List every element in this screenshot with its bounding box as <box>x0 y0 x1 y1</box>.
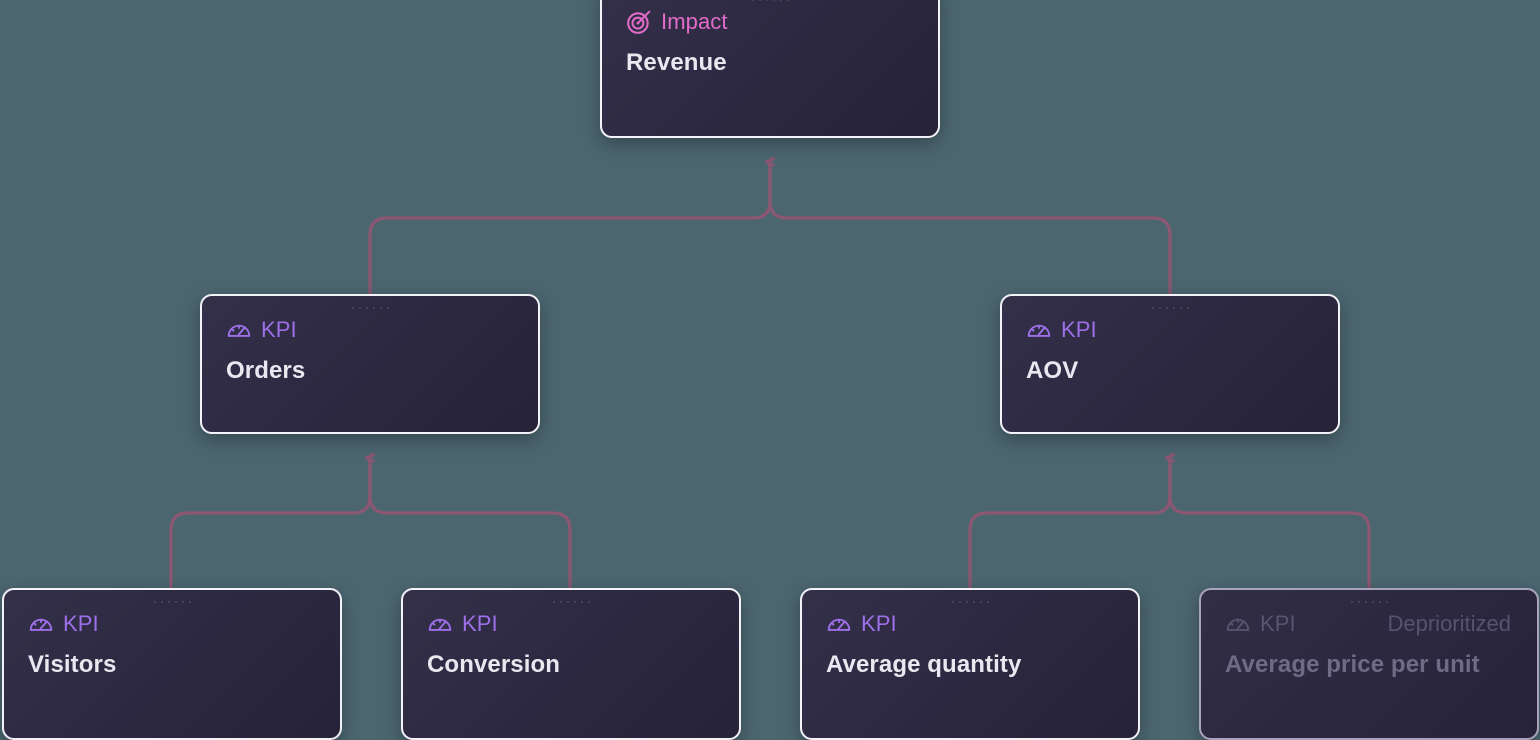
gauge-icon <box>826 611 852 637</box>
gauge-icon <box>226 317 252 343</box>
grip-dot <box>1151 307 1154 309</box>
grip-dot <box>972 601 975 603</box>
grip-dot <box>587 601 590 603</box>
grip-dot <box>372 307 375 309</box>
node-type-label: KPI <box>462 611 498 636</box>
node-visitors[interactable]: KPI Visitors <box>2 588 342 740</box>
grip-dot <box>1350 601 1353 603</box>
grip-dot <box>566 601 569 603</box>
edge-orders-to-revenue <box>368 162 770 296</box>
node-title: AOV <box>1026 357 1079 384</box>
gauge-icon <box>28 611 54 637</box>
node-type-label: KPI <box>63 611 99 636</box>
drag-handle[interactable] <box>1201 597 1537 607</box>
grip-dot <box>1179 307 1182 309</box>
grip-dot <box>351 307 354 309</box>
node-aov[interactable]: KPI AOV <box>1000 294 1340 434</box>
grip-dot <box>552 601 555 603</box>
node-title: Orders <box>226 357 306 384</box>
node-orders[interactable]: KPI Orders <box>200 294 540 434</box>
drag-handle[interactable] <box>202 303 538 313</box>
gauge-icon <box>1026 317 1052 343</box>
node-type-label: KPI <box>261 317 297 342</box>
grip-dot <box>181 601 184 603</box>
grip-dot <box>153 601 156 603</box>
edge-aov-to-revenue <box>768 160 1172 296</box>
grip-dot <box>1186 307 1189 309</box>
node-header: KPI <box>826 610 1114 638</box>
grip-dot <box>573 601 576 603</box>
node-type-label: KPI <box>1260 611 1296 636</box>
grip-dot <box>358 307 361 309</box>
grip-dot <box>580 601 583 603</box>
grip-dot <box>1364 601 1367 603</box>
drag-handle[interactable] <box>802 597 1138 607</box>
grip-dot <box>167 601 170 603</box>
node-type-label: Impact <box>661 9 728 34</box>
node-header: KPI <box>28 610 316 638</box>
grip-dot <box>188 601 191 603</box>
grip-dot <box>758 0 761 1</box>
grip-dot <box>365 307 368 309</box>
edge-average-price-per-unit-to-aov <box>1168 456 1371 590</box>
grip-dot <box>765 0 768 1</box>
target-icon <box>626 9 652 35</box>
grip-dot <box>979 601 982 603</box>
grip-dot <box>559 601 562 603</box>
grip-dot <box>1385 601 1388 603</box>
edge-conversion-to-orders <box>368 456 572 590</box>
grip-dot <box>772 0 775 1</box>
node-header: KPI <box>1026 316 1314 344</box>
gauge-icon <box>1225 611 1251 637</box>
grip-dot <box>951 601 954 603</box>
node-title: Average quantity <box>826 651 1022 678</box>
status-badge: Deprioritized <box>1387 611 1512 636</box>
grip-dot <box>386 307 389 309</box>
grip-dot <box>751 0 754 1</box>
grip-dot <box>1165 307 1168 309</box>
grip-dot <box>160 601 163 603</box>
grip-dot <box>1172 307 1175 309</box>
grip-dot <box>1357 601 1360 603</box>
node-header: KPI Deprioritized <box>1225 610 1513 638</box>
node-title: Average price per unit <box>1225 651 1480 678</box>
drag-handle[interactable] <box>403 597 739 607</box>
node-title: Visitors <box>28 651 117 678</box>
grip-dot <box>786 0 789 1</box>
drag-handle[interactable] <box>1002 303 1338 313</box>
drag-handle[interactable] <box>602 0 938 5</box>
node-average-quantity[interactable]: KPI Average quantity <box>800 588 1140 740</box>
edge-average-quantity-to-aov <box>968 458 1170 590</box>
grip-dot <box>958 601 961 603</box>
node-header: Impact <box>626 8 914 36</box>
node-title: Conversion <box>427 651 561 678</box>
grip-dot <box>965 601 968 603</box>
grip-dot <box>1378 601 1381 603</box>
grip-dot <box>986 601 989 603</box>
grip-dot <box>779 0 782 1</box>
grip-dot <box>174 601 177 603</box>
node-header: KPI <box>427 610 715 638</box>
edge-visitors-to-orders <box>169 458 370 590</box>
node-conversion[interactable]: KPI Conversion <box>401 588 741 740</box>
grip-dot <box>1158 307 1161 309</box>
gauge-icon <box>427 611 453 637</box>
grip-dot <box>379 307 382 309</box>
node-header: KPI <box>226 316 514 344</box>
drag-handle[interactable] <box>4 597 340 607</box>
grip-dot <box>1371 601 1374 603</box>
node-type-label: KPI <box>1061 317 1097 342</box>
node-title: Revenue <box>626 49 727 76</box>
node-type-label: KPI <box>861 611 897 636</box>
